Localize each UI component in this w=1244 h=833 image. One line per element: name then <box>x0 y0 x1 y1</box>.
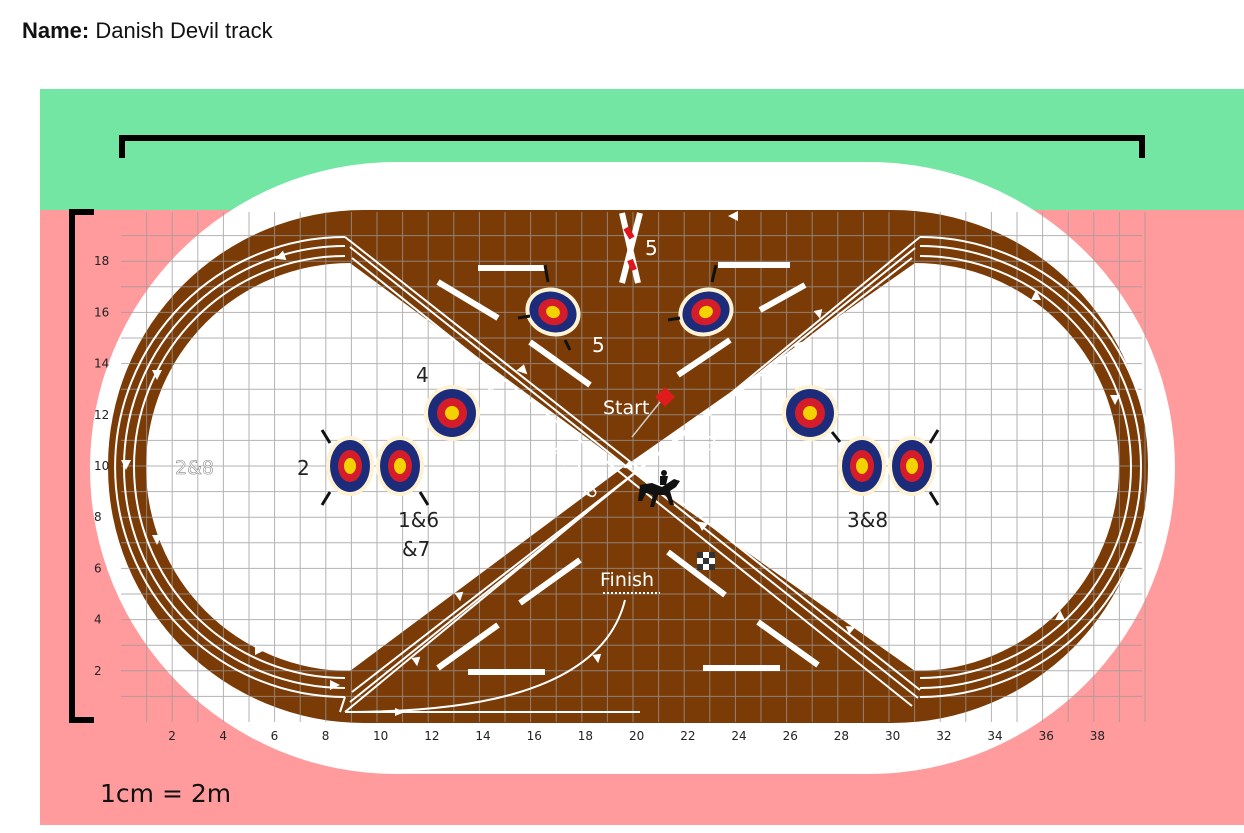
horse-rider-icon <box>638 470 680 507</box>
targets-3-8-label: 3&8 <box>847 508 888 532</box>
target-4 <box>424 385 480 441</box>
finish-label: Finish <box>600 569 654 591</box>
y-tick-label: 14 <box>94 357 109 371</box>
y-tick-label: 2 <box>94 664 102 678</box>
targets <box>326 287 936 496</box>
target-right-upper <box>782 385 838 441</box>
y-tick-labels: 18 16 14 12 10 8 6 4 2 <box>94 254 109 678</box>
x-tick-label: 4 <box>219 729 227 743</box>
start-label: Start <box>603 397 649 419</box>
target-top-left <box>525 287 581 337</box>
y-tick-label: 18 <box>94 254 109 268</box>
rails <box>436 262 820 675</box>
x-tick-label: 36 <box>1039 729 1054 743</box>
scale-label: 1cm = 2m <box>100 779 231 808</box>
x-tick-label: 8 <box>322 729 330 743</box>
x-tick-label: 14 <box>475 729 490 743</box>
x-tick-label: 10 <box>373 729 388 743</box>
red-diamond-flag-icon <box>655 387 675 407</box>
target-5-label: 5 <box>592 333 605 357</box>
y-tick-label: 6 <box>94 561 102 575</box>
target-4-label: 4 <box>416 363 429 387</box>
oval-lane-lines <box>114 236 1151 713</box>
x-tick-label: 34 <box>987 729 1002 743</box>
x-tick-label: 30 <box>885 729 900 743</box>
crossing-lanes <box>344 236 921 713</box>
x-tick-label: 16 <box>527 729 542 743</box>
barrier-5-label: 5 <box>645 236 658 260</box>
target-2 <box>326 436 374 496</box>
target-3-8-a <box>838 436 886 496</box>
target-top-right <box>678 287 734 337</box>
x-tick-label: 18 <box>578 729 593 743</box>
target-2-label: 2 <box>297 456 310 480</box>
x-tick-label: 24 <box>731 729 746 743</box>
y-tick-label: 4 <box>94 613 102 627</box>
finish-path <box>344 599 626 713</box>
scale-brackets <box>69 135 1145 723</box>
x-tick-label: 26 <box>783 729 798 743</box>
y-tick-label: 12 <box>94 408 109 422</box>
targets-1-6-7-label-b: &7 <box>402 537 430 561</box>
barrier-5 <box>619 212 643 284</box>
grid-lines <box>121 212 1146 722</box>
x-tick-label: 12 <box>424 729 439 743</box>
checkered-flag-icon <box>697 552 715 570</box>
x-tick-label: 22 <box>680 729 695 743</box>
left-loop-label: 2&8 <box>175 457 214 479</box>
y-tick-label: 8 <box>94 510 102 524</box>
name-label: Name: <box>22 18 90 43</box>
x-tick-label: 20 <box>629 729 644 743</box>
x-tick-label: 32 <box>936 729 951 743</box>
diag-3-label: 3 <box>705 433 717 455</box>
direction-arrows <box>121 211 1120 716</box>
top-infield <box>388 263 865 438</box>
start-line <box>631 401 661 438</box>
target-stands <box>320 264 940 506</box>
x-tick-label: 38 <box>1090 729 1105 743</box>
track-name-line: Name: Danish Devil track <box>22 18 273 44</box>
targets-1-6-7-label-a: 1&6 <box>398 508 439 532</box>
target-3-8-b <box>888 436 936 496</box>
y-tick-label: 10 <box>94 459 109 473</box>
x-tick-label: 2 <box>168 729 176 743</box>
y-tick-label: 16 <box>94 305 109 319</box>
track-name: Danish Devil track <box>89 18 273 43</box>
x-tick-label: 28 <box>834 729 849 743</box>
x-tick-label: 6 <box>271 729 279 743</box>
target-1-6-7 <box>376 436 424 496</box>
